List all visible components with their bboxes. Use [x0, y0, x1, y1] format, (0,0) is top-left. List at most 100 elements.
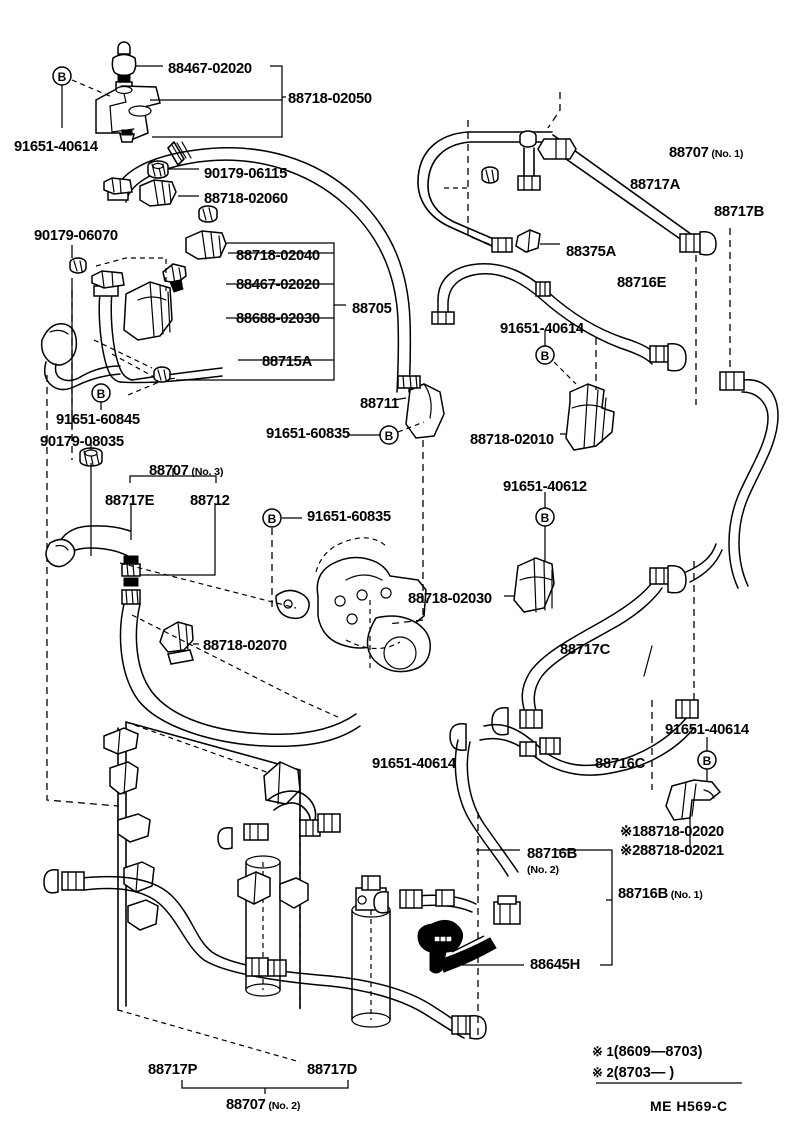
part-label-88717p: 88717P — [148, 1062, 198, 1078]
washer-90179-06115-icon — [147, 160, 169, 179]
label-sub: (No. 2) — [265, 1100, 301, 1112]
legend-mark: ※ 2 — [592, 1065, 614, 1081]
svg-text:B: B — [58, 70, 67, 84]
pipe-network-upper-right — [417, 92, 717, 256]
part-label-91651-40614: 91651-40614 — [500, 321, 584, 337]
part-label-88711: 88711 — [360, 396, 399, 412]
bracket-88718-02010-icon — [565, 383, 615, 451]
part-label-88715a: 88715A — [262, 354, 312, 370]
dash-compressor-left — [119, 562, 297, 609]
nut-90179-08035-icon — [79, 440, 103, 556]
part-label-91651-40614: 91651-40614 — [665, 722, 749, 738]
part-label-88717b: 88717B — [714, 204, 764, 220]
svg-text:B: B — [541, 349, 550, 363]
circle-b-91651-40614-lower-right: B — [697, 737, 717, 786]
leader-lines-top-left — [136, 65, 286, 138]
svg-text:B: B — [268, 512, 277, 526]
washer-88715a-end-icon — [153, 366, 171, 383]
circle-b-91651-60845: B — [91, 383, 111, 410]
svg-text:B: B — [703, 754, 712, 768]
hose-88717d — [245, 957, 487, 1040]
hose-88717b-lower — [719, 371, 779, 589]
part-label-88718-02010: 88718-02010 — [470, 432, 554, 448]
legend-row: ※ 1(8609—8703) — [592, 1042, 702, 1063]
clamp-88688-02030-icon — [123, 281, 173, 341]
hose-88717c — [491, 543, 723, 736]
part-label-88718-02070: 88718-02070 — [203, 638, 287, 654]
part-label-91651-60835: 91651-60835 — [307, 509, 391, 525]
label-line-2: ※288718-02021 — [620, 842, 724, 859]
bracket-88718-02020-icon — [665, 779, 722, 848]
legend-mark: ※ 1 — [592, 1044, 614, 1059]
part-label-91651-60845: 91651-60845 — [56, 412, 140, 428]
part-label-91651-40614: 91651-40614 — [372, 756, 456, 772]
legend-row: ※ 2(8703— ) — [592, 1063, 702, 1084]
circle-b-91651-60835-upper: B — [347, 421, 425, 445]
leader-88716b-box — [556, 849, 613, 966]
part-label-88717d: 88717D — [307, 1062, 357, 1078]
part-88711 — [397, 375, 445, 439]
part-label-91651-60835: 91651-60835 — [266, 426, 350, 442]
dash-88718-02070 — [131, 614, 341, 719]
dash-88715a-pointers — [93, 339, 157, 379]
circle-b-91651-40612: B — [535, 492, 555, 566]
part-label-91651-40614: 91651-40614 — [14, 139, 98, 155]
dash-long-left — [46, 375, 119, 807]
clamp-88718-02040-icon — [185, 230, 227, 260]
part-label-91651-40612: 91651-40612 — [503, 479, 587, 495]
condenser — [103, 721, 391, 1063]
dash-88711-down — [387, 440, 424, 625]
bolt-88467-02020-icon — [162, 263, 187, 293]
label-main: 88707 — [149, 463, 189, 479]
part-label-88375a: 88375A — [566, 244, 616, 260]
part-label-88688-02030: 88688-02030 — [236, 311, 320, 327]
part-label-88712: 88712 — [190, 493, 230, 509]
label-main: 88716B — [618, 886, 668, 902]
switch-88645h — [417, 920, 497, 974]
label-sub: (No. 1) — [708, 148, 744, 160]
clamp-88718-02030-icon — [513, 557, 555, 613]
part-label-88716b-no1: 88716B (No. 1) — [618, 886, 703, 902]
part-label-90179-06070: 90179-06070 — [34, 228, 118, 244]
part-label--188718-02020: ※188718-02020※288718-02021 — [620, 823, 724, 860]
part-label-88716c: 88716C — [595, 756, 645, 772]
part-label-88705: 88705 — [352, 301, 392, 317]
part-label-88716e: 88716E — [617, 275, 667, 291]
leader-bracket-88707-no2 — [181, 1080, 349, 1094]
svg-text:B: B — [385, 429, 394, 443]
part-label-88645h: 88645H — [530, 957, 580, 973]
part-label-88717e: 88717E — [105, 493, 155, 509]
bracket-88718-02050-group — [95, 41, 161, 143]
circle-b-91651-40614-mid: B — [535, 331, 577, 385]
leader-bracket-88707-no3 — [129, 468, 217, 576]
part-label-88707-no2: 88707 (No. 2) — [226, 1097, 301, 1113]
svg-text:B: B — [541, 511, 550, 525]
part-label-88467-02020: 88467-02020 — [236, 277, 320, 293]
label-main: 88707 — [226, 1097, 266, 1113]
label-line-2: (No. 2) — [527, 863, 559, 876]
hose-88717e-88712 — [45, 525, 361, 748]
legend-range: (8609—8703) — [613, 1044, 703, 1060]
part-label-88717c: 88717C — [560, 642, 610, 658]
hose-88716e — [431, 263, 687, 372]
label-line-1: 88716B — [527, 846, 577, 862]
part-label-88717a: 88717A — [630, 177, 680, 193]
circle-b-91651-60835-lower: B — [262, 508, 302, 610]
part-label-90179-08035: 90179-08035 — [40, 434, 124, 450]
washer-icon-88705-top — [198, 205, 218, 223]
legend-note: ※ 1(8609—8703)※ 2(8703— ) — [592, 1042, 702, 1084]
part-label-88718-02040: 88718-02040 — [236, 248, 320, 264]
part-label-88707-no1: 88707 (No. 1) — [669, 145, 744, 161]
drawing-code: ME H569-C — [650, 1098, 728, 1114]
hose-88717p — [43, 869, 331, 987]
hose-88716c — [449, 699, 699, 877]
label-sub: (No. 1) — [667, 889, 703, 901]
label-sub: (No. 3) — [188, 466, 224, 478]
hose-88716b — [373, 889, 521, 925]
part-label-88718-02060: 88718-02060 — [204, 191, 288, 207]
circle-b-marker-top-left: B — [52, 66, 113, 128]
hose-88705-88715a — [103, 141, 412, 393]
part-label-90179-06115: 90179-06115 — [204, 166, 288, 182]
